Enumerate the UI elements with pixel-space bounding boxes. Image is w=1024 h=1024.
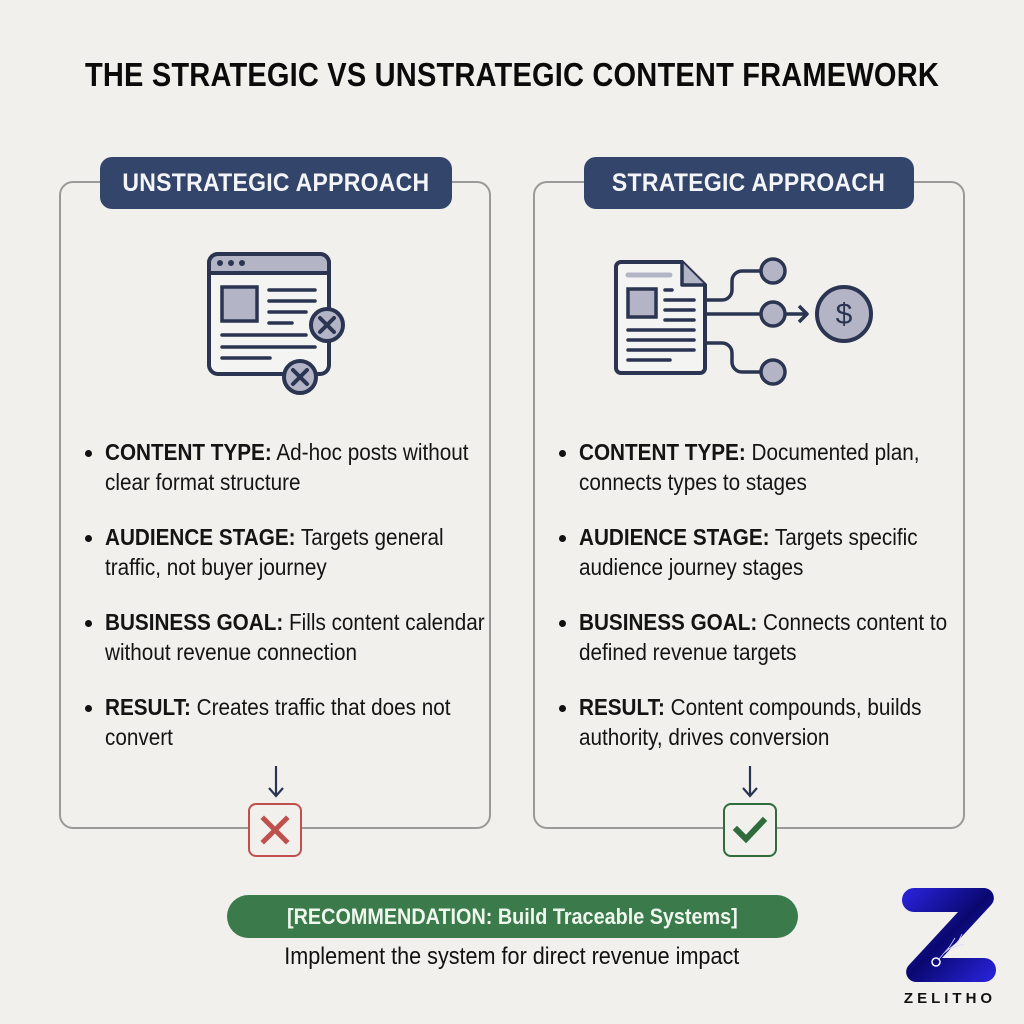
bullet-label: CONTENT TYPE: xyxy=(579,439,746,465)
bullet-text: Content compounds, builds authority, dri… xyxy=(579,694,922,750)
bullet-label: AUDIENCE STAGE: xyxy=(579,524,770,550)
strategic-header-label: STRATEGIC APPROACH xyxy=(612,168,886,197)
recommendation-subtext: Implement the system for direct revenue … xyxy=(0,943,1024,971)
bullet-audience-stage: AUDIENCE STAGE: Targets specific audienc… xyxy=(557,522,962,582)
svg-text:$: $ xyxy=(836,298,853,331)
x-mark-icon xyxy=(248,803,302,857)
bullet-business-goal: BUSINESS GOAL: Fills content calendar wi… xyxy=(83,607,488,667)
bullet-audience-stage: AUDIENCE STAGE: Targets general traffic,… xyxy=(83,522,488,582)
bullet-text: Targets specific audience journey stages xyxy=(579,524,918,580)
bullet-text: Documented plan, connects types to stage… xyxy=(579,439,920,495)
bullet-text: Fills content calendar without revenue c… xyxy=(105,609,485,665)
bullet-label: BUSINESS GOAL: xyxy=(579,609,758,635)
unstrategic-panel: UNSTRATEGIC APPROACH CONTENT TYPE: Ad-ho… xyxy=(59,157,491,857)
unstrategic-bullet-list: CONTENT TYPE: Ad-hoc posts without clear… xyxy=(83,437,488,777)
recommendation-label: [RECOMMENDATION: Build Traceable Systems… xyxy=(287,903,738,929)
strategic-bullet-list: CONTENT TYPE: Documented plan, connects … xyxy=(557,437,962,777)
logo-text: ZELITHO xyxy=(903,990,997,1007)
bullet-label: CONTENT TYPE: xyxy=(105,439,272,465)
unstrategic-header-label: UNSTRATEGIC APPROACH xyxy=(122,168,430,197)
bullet-result: RESULT: Creates traffic that does not co… xyxy=(83,692,488,752)
bullet-text: Ad-hoc posts without clear format struct… xyxy=(105,439,469,495)
down-arrow-icon xyxy=(742,766,758,798)
browser-window-with-x-marks-icon xyxy=(206,251,356,396)
bullet-content-type: CONTENT TYPE: Documented plan, connects … xyxy=(557,437,962,497)
bullet-label: RESULT: xyxy=(105,694,191,720)
document-to-revenue-flow-icon: $ xyxy=(610,245,895,395)
bullet-label: BUSINESS GOAL: xyxy=(105,609,284,635)
down-arrow-icon xyxy=(268,766,284,798)
strategic-header: STRATEGIC APPROACH xyxy=(584,157,914,209)
checkmark-icon xyxy=(723,803,777,857)
recommendation-subtext-label: Implement the system for direct revenue … xyxy=(284,943,740,970)
strategic-panel: STRATEGIC APPROACH $ xyxy=(533,157,965,857)
bullet-text: Targets general traffic, not buyer journ… xyxy=(105,524,444,580)
page-title: THE STRATEGIC VS UNSTRATEGIC CONTENT FRA… xyxy=(84,56,940,93)
zelitho-logo-icon xyxy=(900,882,1000,1002)
bullet-business-goal: BUSINESS GOAL: Connects content to defin… xyxy=(557,607,962,667)
bullet-content-type: CONTENT TYPE: Ad-hoc posts without clear… xyxy=(83,437,488,497)
bullet-result: RESULT: Content compounds, builds author… xyxy=(557,692,962,752)
bullet-label: AUDIENCE STAGE: xyxy=(105,524,296,550)
bullet-label: RESULT: xyxy=(579,694,665,720)
bullet-text: Connects content to defined revenue targ… xyxy=(579,609,948,665)
bullet-text: Creates traffic that does not convert xyxy=(105,694,451,750)
recommendation-banner: [RECOMMENDATION: Build Traceable Systems… xyxy=(227,895,798,938)
unstrategic-header: UNSTRATEGIC APPROACH xyxy=(100,157,452,209)
